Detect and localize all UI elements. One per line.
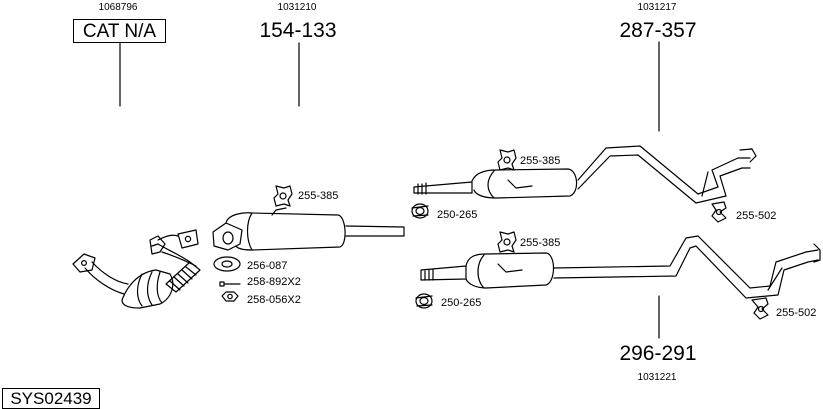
nut-icon: [221, 291, 239, 302]
rear-upper-part-number: 287-357: [619, 19, 696, 42]
gasket-icon: [213, 256, 241, 272]
catalyst-front-pipe: [72, 229, 201, 309]
front-silencer-ref: 1031210: [278, 2, 317, 13]
hanger-icon-lower: [497, 231, 517, 253]
front-silencer: [212, 207, 405, 251]
clamp-upper-label: 250-265: [437, 209, 477, 221]
bolt-label: 258-892X2: [247, 276, 301, 288]
hanger-upper-label: 255-385: [520, 155, 560, 167]
rear-silencer-lower: [420, 235, 821, 299]
nut-label: 258-056X2: [247, 294, 301, 306]
mount-lower-label: 255-502: [776, 307, 816, 319]
rear-silencer-upper: [413, 145, 757, 204]
rear-lower-ref: 1031221: [638, 372, 677, 383]
hanger-icon-upper: [497, 149, 517, 171]
clamp-icon-lower: [415, 293, 433, 309]
rear-lower-part-number: 296-291: [619, 342, 696, 365]
clamp-icon-upper: [411, 203, 429, 219]
gasket-label: 256-087: [247, 260, 287, 272]
hanger-lower-label: 255-385: [520, 237, 560, 249]
hanger-icon-front: [273, 185, 293, 207]
clamp-lower-label: 250-265: [441, 297, 481, 309]
system-id-label: SYS02439: [2, 388, 100, 409]
rear-upper-ref: 1031217: [638, 2, 677, 13]
mount-upper-label: 255-502: [736, 210, 776, 222]
catalyst-ref: 1068796: [99, 2, 138, 13]
mount-icon-upper: [711, 201, 727, 223]
front-silencer-part-number: 154-133: [259, 19, 336, 42]
hanger-front-label: 255-385: [298, 190, 338, 202]
bolt-icon: [219, 281, 241, 287]
catalyst-part-label: CAT N/A: [73, 19, 166, 43]
mount-icon-lower: [751, 297, 769, 320]
